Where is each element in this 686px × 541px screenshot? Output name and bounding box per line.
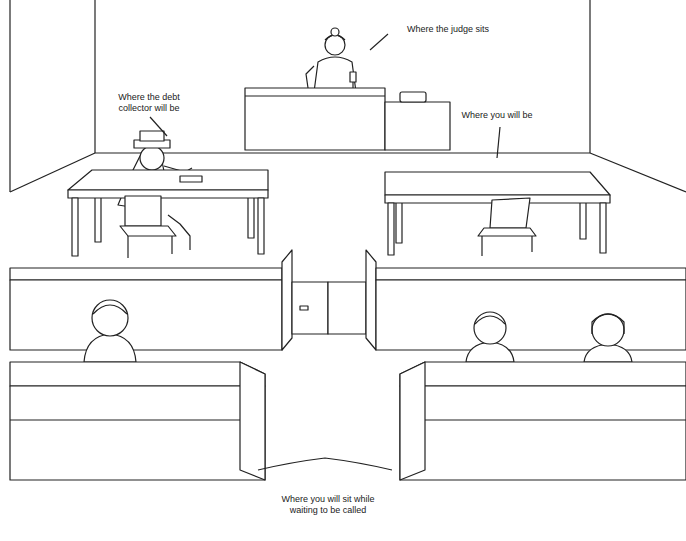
pew-line (10, 419, 265, 420)
chair-leg (127, 236, 128, 258)
chair-seat (120, 226, 176, 236)
callout-label: Where you will sit while waiting to be c… (272, 494, 384, 516)
leader-line (370, 34, 388, 50)
person-head (474, 312, 506, 344)
collector-head (140, 146, 164, 170)
papers (180, 176, 202, 182)
collector-leg (168, 215, 190, 250)
railing-top (10, 268, 282, 280)
floor-line (95, 152, 590, 153)
pew-top (10, 362, 265, 386)
table-leg (72, 198, 78, 256)
person-hair (592, 314, 624, 334)
railing-top (376, 268, 686, 280)
bracket (258, 458, 392, 470)
gate-latch (300, 306, 308, 310)
floor-line (590, 153, 686, 192)
judge-chair (306, 66, 314, 88)
chair-back (490, 198, 530, 228)
railing-panel (376, 280, 686, 350)
wall-line (94, 0, 95, 153)
person-hair (93, 305, 127, 314)
judge-bun (331, 28, 339, 36)
judge-bench (245, 88, 385, 150)
person-body (466, 342, 514, 362)
callout-label: Where the debt collector will be (106, 92, 192, 114)
railing-gate (292, 282, 328, 334)
bench-item (400, 92, 426, 102)
railing-post (282, 250, 292, 350)
leader-line (150, 117, 167, 136)
chair-seat (478, 228, 536, 236)
pew-top (400, 362, 686, 386)
railing-panel (10, 280, 282, 350)
person-hair (475, 316, 505, 324)
wall-line (9, 0, 10, 192)
collector-hat (140, 131, 164, 141)
railing-post (366, 250, 376, 350)
pew-back (400, 386, 686, 480)
pew-back (10, 386, 265, 480)
chair-leg (481, 236, 482, 256)
table-leg (258, 198, 264, 254)
pew-end (240, 362, 265, 480)
judge-body (314, 57, 356, 92)
person-body (584, 344, 632, 362)
table-front (68, 190, 268, 198)
pew-end (400, 362, 425, 480)
witness-box (385, 102, 450, 150)
pew-line (400, 419, 686, 420)
bench-edge (245, 95, 385, 96)
table-leg (388, 203, 394, 255)
callout-label: Where you will be (452, 110, 542, 121)
table-leg (600, 203, 606, 253)
leader-line (497, 127, 500, 158)
chair-leg (531, 236, 532, 252)
judge-head (325, 35, 345, 55)
person-head (92, 300, 128, 336)
person-head (592, 314, 624, 346)
gavel (350, 72, 356, 82)
table-top (385, 172, 610, 195)
chair-back (125, 196, 161, 226)
table-top (68, 170, 268, 190)
wall-line (589, 0, 590, 153)
chair-leg (171, 236, 172, 254)
gavel-handle (352, 82, 353, 88)
railing-gate (328, 282, 366, 334)
callout-label: Where the judge sits (398, 24, 498, 35)
person-body (84, 334, 136, 362)
